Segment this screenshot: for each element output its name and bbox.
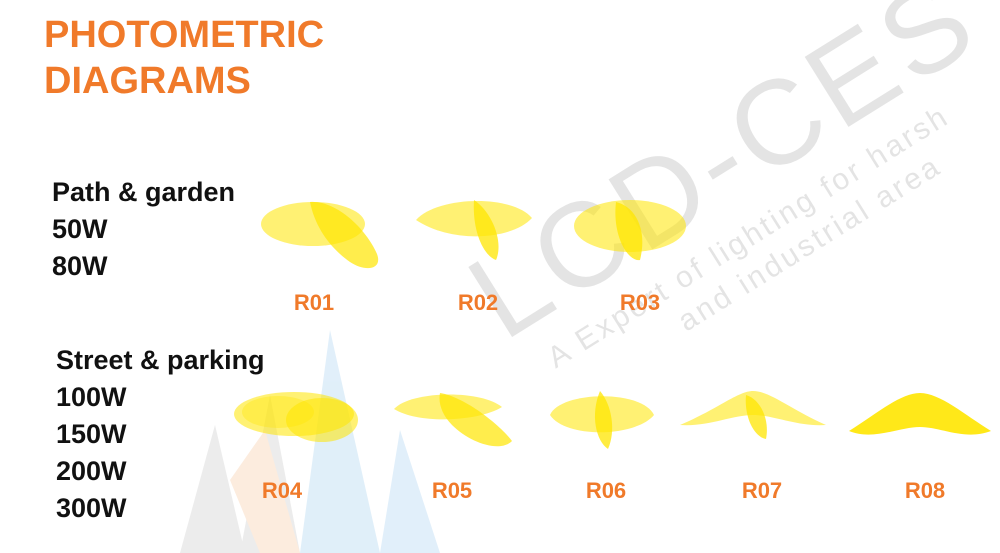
street-parking-group: Street & parking 100W 150W 200W 300W — [56, 342, 265, 527]
power-rating: 200W — [56, 456, 127, 486]
watermark-tagline-2: and industrial area — [672, 149, 947, 338]
power-rating: 100W — [56, 382, 127, 412]
photometric-diagram-r06 — [550, 391, 654, 449]
photometric-diagram-r01 — [261, 201, 379, 269]
group-heading: Street & parking — [56, 345, 265, 375]
power-rating: 50W — [52, 214, 108, 244]
photometric-diagram-r05 — [394, 393, 512, 447]
watermark-brand: LCD-CES — [447, 0, 1000, 364]
page-title-line-1: PHOTOMETRIC — [44, 14, 325, 56]
path-garden-group: Path & garden 50W 80W — [52, 174, 235, 285]
diagram-label-r07: R07 — [741, 478, 783, 503]
photometric-diagram-r04 — [234, 392, 358, 442]
photometric-diagram-r07 — [680, 391, 826, 439]
photometric-diagram-r03 — [574, 200, 686, 261]
page-title-line-2: DIAGRAMS — [44, 60, 251, 102]
photometric-diagram-r08 — [849, 393, 991, 435]
photometric-diagram-r02 — [416, 200, 532, 260]
page-title: PHOTOMETRIC DIAGRAMS — [44, 12, 324, 104]
diagram-label-r02: R02 — [457, 290, 499, 315]
diagram-label-r03: R03 — [619, 290, 661, 315]
power-rating: 300W — [56, 493, 127, 523]
diagram-label-r08: R08 — [904, 478, 946, 503]
power-rating: 150W — [56, 419, 127, 449]
diagram-label-r05: R05 — [431, 478, 473, 503]
diagram-label-r04: R04 — [261, 478, 303, 503]
power-rating: 80W — [52, 251, 108, 281]
diagram-label-r06: R06 — [585, 478, 627, 503]
diagram-label-r01: R01 — [293, 290, 335, 315]
group-heading: Path & garden — [52, 177, 236, 207]
